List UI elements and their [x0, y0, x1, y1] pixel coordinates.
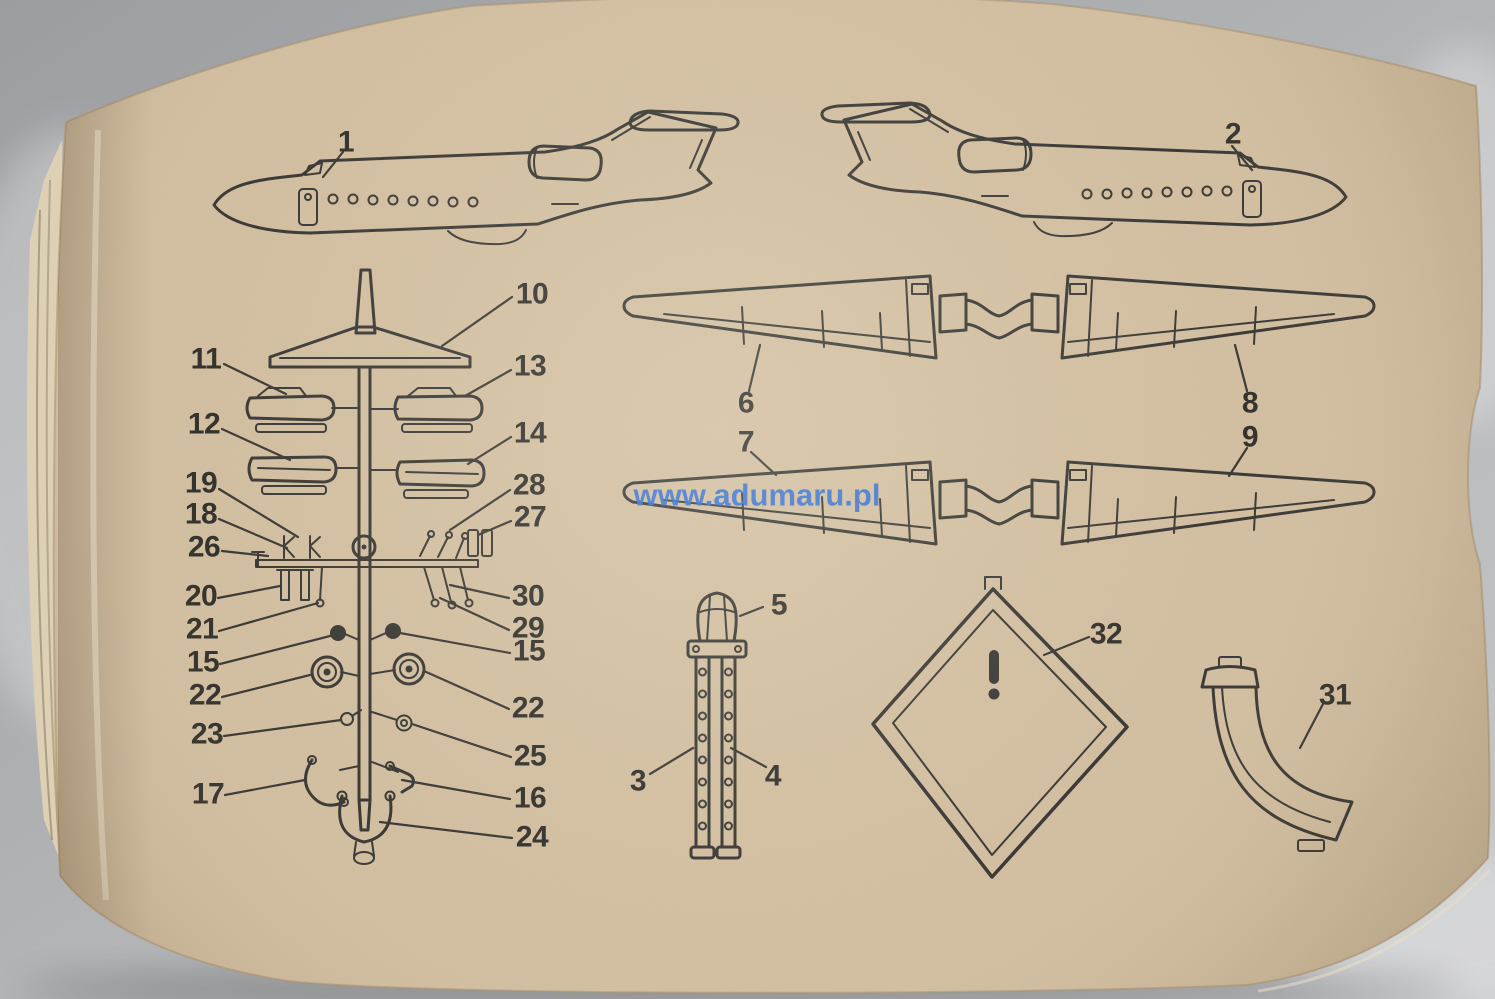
underlying-sheet-edge-bottom — [1257, 868, 1492, 993]
